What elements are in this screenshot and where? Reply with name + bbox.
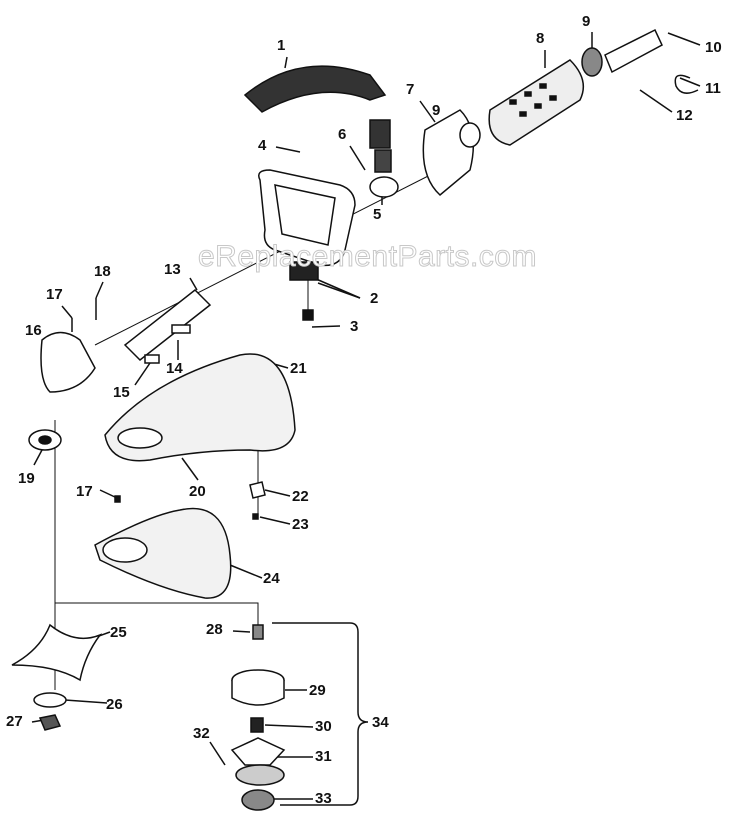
callout-10: 10 bbox=[705, 39, 722, 56]
callout-15: 15 bbox=[113, 384, 130, 401]
callout-26: 26 bbox=[106, 696, 123, 713]
callout-8: 8 bbox=[536, 30, 545, 47]
callout-7: 7 bbox=[406, 81, 415, 98]
callout-13: 13 bbox=[164, 261, 181, 278]
callout-4: 4 bbox=[258, 137, 267, 154]
callout-19: 19 bbox=[18, 470, 35, 487]
callout-6: 6 bbox=[338, 126, 347, 143]
callout-29: 29 bbox=[309, 682, 326, 699]
callout-23: 23 bbox=[292, 516, 309, 533]
callout-18: 18 bbox=[94, 263, 111, 280]
callout-17a: 17 bbox=[46, 286, 63, 303]
callout-24: 24 bbox=[263, 570, 280, 587]
callout-34: 34 bbox=[372, 714, 389, 731]
callout-32: 32 bbox=[193, 725, 210, 742]
callout-12: 12 bbox=[676, 107, 693, 124]
callout-9a: 9 bbox=[432, 102, 441, 119]
callout-20: 20 bbox=[189, 483, 206, 500]
callout-1: 1 bbox=[277, 37, 286, 54]
callout-25: 25 bbox=[110, 624, 127, 641]
callout-17b: 17 bbox=[76, 483, 93, 500]
callout-9b: 9 bbox=[582, 13, 591, 30]
callout-30: 30 bbox=[315, 718, 332, 735]
callout-27: 27 bbox=[6, 713, 23, 730]
watermark: eReplacementParts.com bbox=[198, 240, 537, 274]
callout-28: 28 bbox=[206, 621, 223, 638]
callout-14: 14 bbox=[166, 360, 183, 377]
callout-16: 16 bbox=[25, 322, 42, 339]
callout-21: 21 bbox=[290, 360, 307, 377]
callout-2: 2 bbox=[370, 290, 379, 307]
callout-11: 11 bbox=[705, 80, 721, 97]
callout-5: 5 bbox=[373, 206, 382, 223]
callout-3: 3 bbox=[350, 318, 359, 335]
callout-22: 22 bbox=[292, 488, 309, 505]
callout-31: 31 bbox=[315, 748, 332, 765]
part-1-coil bbox=[243, 65, 387, 113]
callout-33: 33 bbox=[315, 790, 332, 807]
